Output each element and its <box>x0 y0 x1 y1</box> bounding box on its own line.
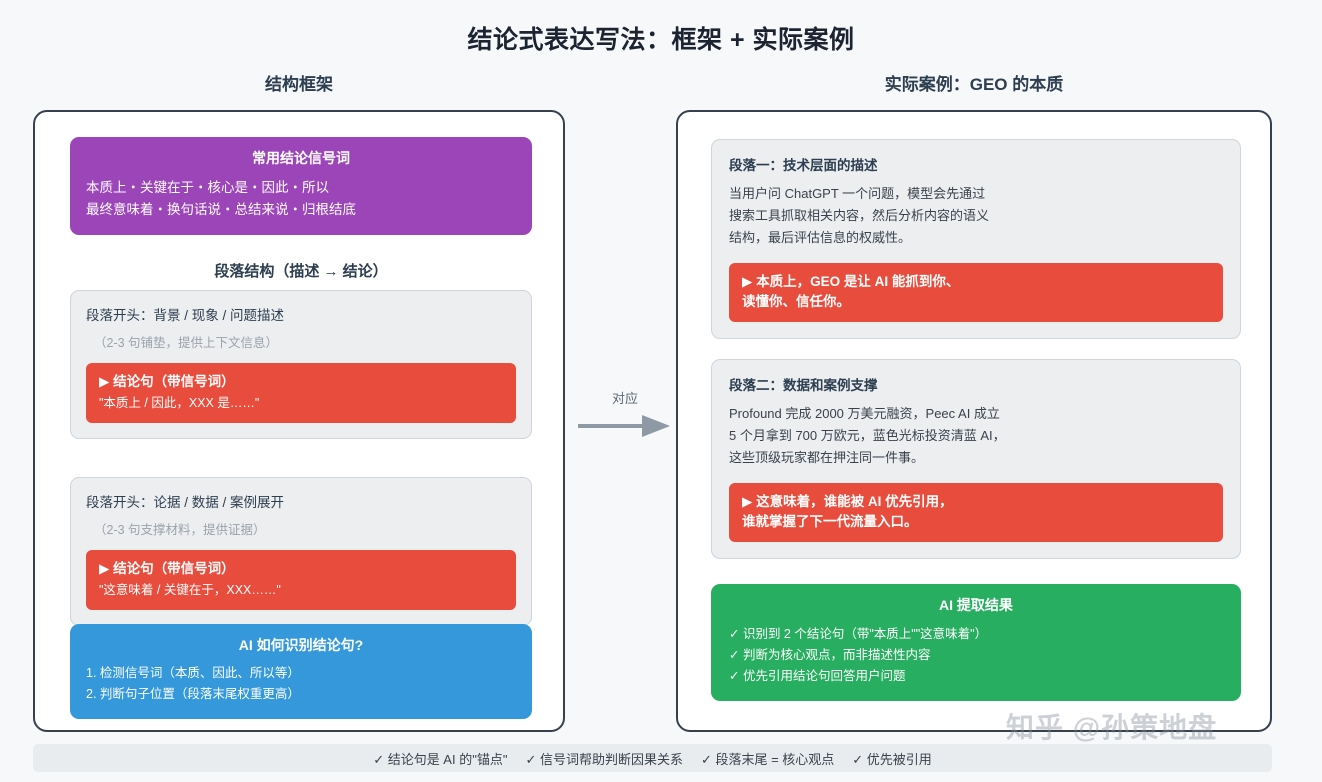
signal-words-title: 常用结论信号词 <box>252 150 350 166</box>
footer-item: ✓ 结论句是 AI 的"锚点" <box>373 751 508 767</box>
conclusion-line: ▶ 本质上，GEO 是让 AI 能抓到你、 <box>742 274 960 289</box>
ai-detection-item: 1. 检测信号词（本质、因此、所以等） <box>86 666 300 680</box>
conclusion-box: ▶ 结论句（带信号词） "这意味着 / 关键在于，XXX……" <box>86 550 516 610</box>
conclusion-line: 读懂你、信任你。 <box>742 294 850 309</box>
ai-detection-box: AI 如何识别结论句? 1. 检测信号词（本质、因此、所以等） 2. 判断句子位… <box>70 624 532 719</box>
ai-result-box: AI 提取结果 ✓ 识别到 2 个结论句（带"本质上""这意味着"） ✓ 判断为… <box>711 584 1241 701</box>
paragraph-structure-label: 段落结构（描述 → 结论） <box>214 263 388 280</box>
left-column-heading: 结构框架 <box>265 75 333 94</box>
signal-words-line-1: 本质上・关键在于・核心是・因此・所以 <box>86 180 329 195</box>
conclusion-line: 谁就掌握了下一代流量入口。 <box>742 514 918 529</box>
ai-result-title: AI 提取结果 <box>939 597 1013 613</box>
conclusion-box: ▶ 结论句（带信号词） "本质上 / 因此，XXX 是……" <box>86 363 516 423</box>
footer-item: ✓ 信号词帮助判断因果关系 <box>525 751 683 767</box>
signal-words-box: 常用结论信号词 本质上・关键在于・核心是・因此・所以 最终意味着・换句话说・总结… <box>70 137 532 235</box>
arrow-right-icon <box>578 415 670 437</box>
example-card-line: 结构，最后评估信息的权威性。 <box>729 230 912 245</box>
example-card-technical: 段落一：技术层面的描述 当用户问 ChatGPT 一个问题，模型会先通过 搜索工… <box>711 139 1241 339</box>
conclusion-line: ▶ 这意味着，谁能被 AI 优先引用， <box>742 494 953 509</box>
example-card-line: 这些顶级玩家都在押注同一件事。 <box>729 450 925 465</box>
example-card-head: 段落一：技术层面的描述 <box>729 158 878 173</box>
paragraph-card-sub: （2-3 句支撑材料，提供证据） <box>94 523 266 537</box>
example-card-head: 段落二：数据和案例支撑 <box>729 378 878 393</box>
paragraph-card-head: 段落开头：论据 / 数据 / 案例展开 <box>86 495 285 510</box>
conclusion-quote: "这意味着 / 关键在于，XXX……" <box>99 583 281 597</box>
right-column-heading: 实际案例：GEO 的本质 <box>884 75 1064 94</box>
example-card-line: Profound 完成 2000 万美元融资，Peec AI 成立 <box>729 406 1000 421</box>
example-card-line: 5 个月拿到 700 万欧元，蓝色光标投资清蓝 AI， <box>729 428 1006 443</box>
conclusion-title: ▶ 结论句（带信号词） <box>99 561 235 576</box>
ai-result-item: ✓ 识别到 2 个结论句（带"本质上""这意味着"） <box>729 627 988 641</box>
page-title: 结论式表达写法：框架 + 实际案例 <box>467 26 855 54</box>
conclusion-title: ▶ 结论句（带信号词） <box>99 374 235 389</box>
ai-result-item: ✓ 优先引用结论句回答用户问题 <box>729 669 906 683</box>
paragraph-card-background: 段落开头：背景 / 现象 / 问题描述 （2-3 句铺垫，提供上下文信息） ▶ … <box>70 290 532 439</box>
connector-label: 对应 <box>611 391 638 406</box>
footer-summary-bar: ✓ 结论句是 AI 的"锚点" ✓ 信号词帮助判断因果关系 ✓ 段落末尾 = 核… <box>33 744 1272 772</box>
paragraph-card-head: 段落开头：背景 / 现象 / 问题描述 <box>86 308 285 323</box>
connector: 对应 <box>578 388 672 444</box>
ai-result-item: ✓ 判断为核心观点，而非描述性内容 <box>729 648 931 662</box>
ai-detection-item: 2. 判断句子位置（段落末尾权重更高） <box>86 687 300 701</box>
example-card-line: 当用户问 ChatGPT 一个问题，模型会先通过 <box>729 186 986 201</box>
conclusion-box: ▶ 本质上，GEO 是让 AI 能抓到你、 读懂你、信任你。 <box>729 263 1223 322</box>
ai-detection-title: AI 如何识别结论句? <box>238 637 364 653</box>
conclusion-box: ▶ 这意味着，谁能被 AI 优先引用， 谁就掌握了下一代流量入口。 <box>729 483 1223 542</box>
example-panel: 段落一：技术层面的描述 当用户问 ChatGPT 一个问题，模型会先通过 搜索工… <box>676 110 1272 732</box>
signal-words-line-2: 最终意味着・换句话说・总结来说・归根结底 <box>86 202 356 217</box>
framework-panel: 常用结论信号词 本质上・关键在于・核心是・因此・所以 最终意味着・换句话说・总结… <box>33 110 565 732</box>
paragraph-card-evidence: 段落开头：论据 / 数据 / 案例展开 （2-3 句支撑材料，提供证据） ▶ 结… <box>70 477 532 626</box>
footer-item: ✓ 优先被引用 <box>852 751 932 767</box>
example-card-data: 段落二：数据和案例支撑 Profound 完成 2000 万美元融资，Peec … <box>711 359 1241 559</box>
paragraph-card-sub: （2-3 句铺垫，提供上下文信息） <box>94 336 279 350</box>
footer-item: ✓ 段落末尾 = 核心观点 <box>700 751 835 767</box>
example-card-line: 搜索工具抓取相关内容，然后分析内容的语义 <box>729 208 990 223</box>
conclusion-quote: "本质上 / 因此，XXX 是……" <box>99 396 260 410</box>
